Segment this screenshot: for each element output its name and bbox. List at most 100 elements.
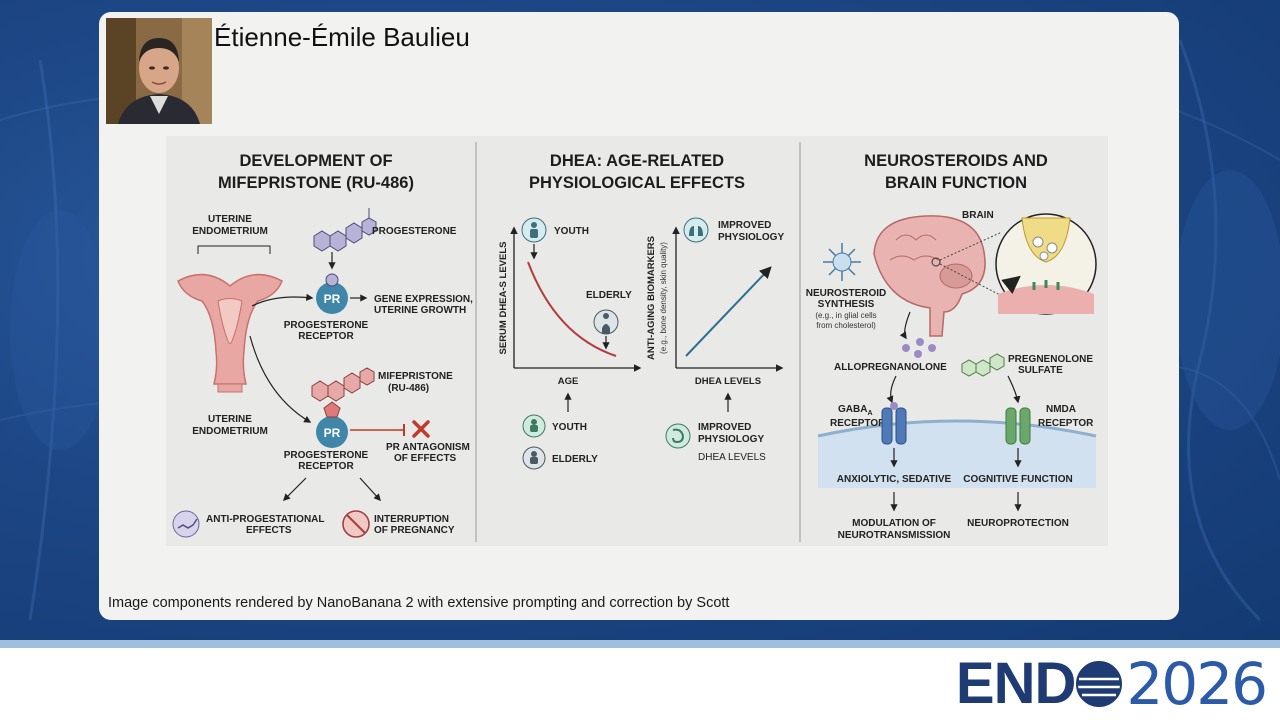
mifepristone-molecule-icon bbox=[311, 367, 375, 402]
uterus-icon bbox=[177, 273, 283, 393]
youth-icon bbox=[521, 217, 547, 243]
interruption-icon bbox=[342, 510, 370, 538]
left-x-label: AGE bbox=[558, 376, 579, 387]
pregnenolone-label-2: SULFATE bbox=[1018, 365, 1063, 376]
legend-stomach-icon bbox=[665, 423, 691, 449]
nmda-label-2: RECEPTOR bbox=[1038, 418, 1094, 429]
legend-youth-label: YOUTH bbox=[552, 422, 587, 433]
anti-progestational-label-2: EFFECTS bbox=[246, 525, 292, 536]
arrow-uterus-to-pr bbox=[251, 293, 314, 307]
synthesis-label-4: from cholesterol) bbox=[816, 321, 876, 330]
anxiolytic-label: ANXIOLYTIC, SEDATIVE bbox=[837, 474, 952, 485]
speaker-photo bbox=[106, 18, 212, 124]
right-x-label: DHEA LEVELS bbox=[695, 376, 761, 387]
modulation-label-1: MODULATION OF bbox=[852, 518, 936, 529]
legend-improved-label-2: PHYSIOLOGY bbox=[698, 434, 764, 445]
pr-antagonism-label-1: PR ANTAGONISM bbox=[386, 442, 470, 453]
panel-neurosteroids: NEUROSTEROIDS AND BRAIN FUNCTION BRAIN bbox=[806, 152, 1097, 541]
arrow-to-antiprog bbox=[282, 477, 307, 502]
arrow-to-interruption bbox=[359, 477, 381, 502]
infographic: DEVELOPMENT OF MIFEPRISTONE (RU-486) UTE… bbox=[166, 136, 1108, 546]
panel1-title-line1: DEVELOPMENT OF bbox=[239, 152, 392, 170]
lungs-icon bbox=[683, 217, 709, 243]
logo-brand-text: END bbox=[955, 651, 1076, 716]
anti-progestational-icon bbox=[172, 510, 200, 538]
pr-receptor-icon-top: PR bbox=[316, 273, 348, 314]
logo-globe-icon bbox=[1076, 661, 1123, 707]
pr-bottom-label: PR bbox=[324, 426, 341, 440]
pr-receptor-icon-bottom: PR bbox=[316, 401, 348, 448]
gene-expression-label-1: GENE EXPRESSION, bbox=[374, 294, 473, 305]
brain-label: BRAIN bbox=[962, 210, 994, 221]
logo-year-text: 2026 bbox=[1126, 650, 1268, 718]
legend-elderly-label: ELDERLY bbox=[552, 454, 598, 465]
pr-top-caption-2: RECEPTOR bbox=[298, 331, 354, 342]
synapse-inset-icon bbox=[995, 213, 1097, 315]
panel-dhea: DHEA: AGE-RELATED PHYSIOLOGICAL EFFECTS … bbox=[498, 152, 784, 470]
uterine-bottom-label-2: ENDOMETRIUM bbox=[192, 426, 268, 437]
right-y-label: ANTI-AGING BIOMARKERS bbox=[646, 236, 657, 360]
synthesis-label-2: SYNTHESIS bbox=[818, 299, 875, 310]
speaker-portrait-image bbox=[106, 18, 212, 124]
elderly-icon bbox=[593, 309, 619, 335]
mifepristone-label-1: MIFEPRISTONE bbox=[378, 371, 453, 382]
pr-top-label: PR bbox=[324, 292, 341, 306]
panel-mifepristone: DEVELOPMENT OF MIFEPRISTONE (RU-486) UTE… bbox=[172, 152, 473, 538]
pr-top-caption-1: PROGESTERONE bbox=[284, 320, 369, 331]
progesterone-molecule-icon bbox=[313, 208, 377, 252]
anti-progestational-label-1: ANTI-PROGESTATIONAL bbox=[206, 514, 325, 525]
pregnenolone-label-1: PREGNENOLONE bbox=[1008, 354, 1093, 365]
panel1-title-line2: MIFEPRISTONE (RU-486) bbox=[218, 174, 414, 192]
uterine-bottom-label-1: UTERINE bbox=[208, 414, 252, 425]
elderly-label: ELDERLY bbox=[586, 290, 632, 301]
allopregnanolone-label: ALLOPREGNANOLONE bbox=[834, 362, 947, 373]
uterine-top-label-2: ENDOMETRIUM bbox=[192, 226, 268, 237]
modulation-label-2: NEUROTRANSMISSION bbox=[838, 530, 951, 541]
footer-divider bbox=[0, 640, 1280, 648]
arrow-to-allo bbox=[899, 311, 911, 340]
synthesis-label-3: (e.g., in glial cells bbox=[815, 311, 876, 320]
gaba-receptor-icon bbox=[881, 402, 907, 445]
neuroprotection-label: NEUROPROTECTION bbox=[967, 518, 1069, 529]
nmda-receptor-icon bbox=[1005, 407, 1031, 445]
nmda-label-1: NMDA bbox=[1046, 404, 1076, 415]
footer-bar bbox=[0, 648, 1280, 720]
brain-icon bbox=[873, 215, 986, 337]
legend-improved-label-1: IMPROVED bbox=[698, 422, 751, 433]
interruption-label-1: INTERRUPTION bbox=[374, 514, 449, 525]
improved-label-2: PHYSIOLOGY bbox=[718, 232, 784, 243]
panel2-title-line2: PHYSIOLOGICAL EFFECTS bbox=[529, 174, 745, 192]
dhea-decline-curve bbox=[527, 261, 617, 357]
left-y-label: SERUM DHEA-S LEVELS bbox=[498, 242, 509, 355]
synthesis-label-1: NEUROSTEROID bbox=[806, 288, 887, 299]
pr-antagonism-label-2: OF EFFECTS bbox=[394, 453, 457, 464]
gene-expression-label-2: UTERINE GROWTH bbox=[374, 305, 466, 316]
legend-elderly-icon bbox=[522, 446, 546, 470]
allopregnanolone-dots-icon bbox=[902, 338, 936, 358]
progesterone-label: PROGESTERONE bbox=[372, 226, 457, 237]
pregnenolone-molecule-icon bbox=[961, 353, 1005, 377]
gaba-label-2: RECEPTOR bbox=[830, 418, 886, 429]
cognitive-label: COGNITIVE FUNCTION bbox=[963, 474, 1072, 485]
block-x-icon bbox=[412, 420, 430, 438]
pr-bottom-caption-2: RECEPTOR bbox=[298, 461, 354, 472]
mifepristone-label-2: (RU-486) bbox=[388, 383, 429, 394]
biomarker-increase-line bbox=[685, 266, 772, 357]
panel2-title-line1: DHEA: AGE-RELATED bbox=[550, 152, 724, 170]
gaba-label-1: GABAA bbox=[838, 404, 873, 417]
uterine-bracket bbox=[197, 245, 271, 254]
image-credit-caption: Image components rendered by NanoBanana … bbox=[108, 595, 730, 611]
glial-cell-icon bbox=[823, 243, 861, 281]
legend-youth-icon bbox=[522, 414, 546, 438]
improved-label-1: IMPROVED bbox=[718, 220, 771, 231]
panel3-title-line1: NEUROSTEROIDS AND bbox=[864, 152, 1048, 170]
arrow-uterus-to-mife bbox=[249, 335, 312, 423]
panel3-title-line2: BRAIN FUNCTION bbox=[885, 174, 1027, 192]
right-y-sublabel: (e.g., bone density, skin quality) bbox=[659, 242, 668, 354]
endo-logo: END 2026 bbox=[955, 650, 1268, 718]
speaker-name: Étienne-Émile Baulieu bbox=[214, 22, 470, 52]
pr-bottom-caption-1: PROGESTERONE bbox=[284, 450, 369, 461]
interruption-label-2: OF PREGNANCY bbox=[374, 525, 455, 536]
legend-dhea-label: DHEA LEVELS bbox=[698, 452, 766, 463]
uterine-top-label-1: UTERINE bbox=[208, 214, 252, 225]
